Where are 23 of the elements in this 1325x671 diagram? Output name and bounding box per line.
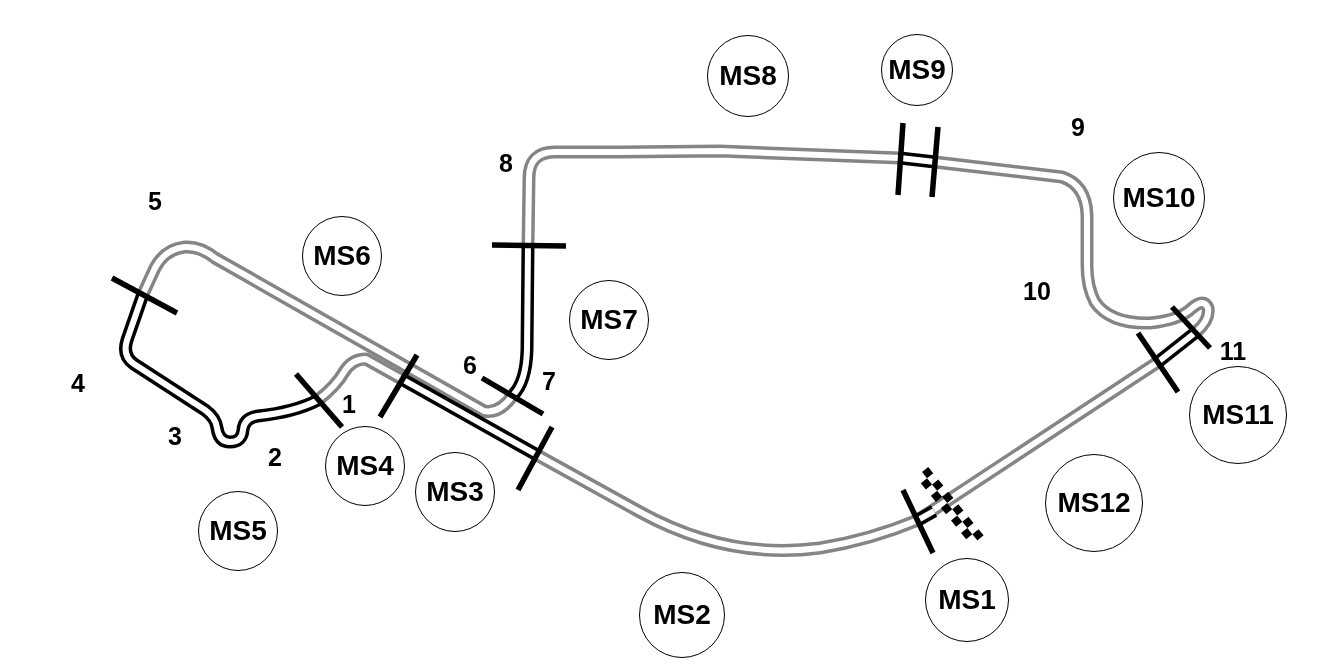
station-name: MS2 <box>653 601 711 629</box>
station-name: MS8 <box>719 62 777 90</box>
station-name: MS4 <box>336 452 394 480</box>
corner-number: 3 <box>168 423 182 449</box>
station-name: MS12 <box>1057 489 1131 517</box>
station-name: MS1 <box>938 586 996 614</box>
station-name: MS3 <box>426 478 484 506</box>
corner-number: 10 <box>1023 278 1051 304</box>
corner-number: 9 <box>1071 114 1085 140</box>
station-name: MS10 <box>1122 184 1196 212</box>
corner-number: 8 <box>499 150 513 176</box>
station-name: MS11 <box>1202 401 1274 429</box>
corner-number: 1 <box>342 391 356 417</box>
corner-number: 7 <box>542 368 556 394</box>
corner-number: 6 <box>463 352 477 378</box>
corner-number: 11 <box>1219 338 1247 364</box>
corner-number: 5 <box>148 188 162 214</box>
corner-number: 4 <box>71 370 85 396</box>
station-name: MS9 <box>888 56 946 84</box>
station-name: MS7 <box>580 306 638 334</box>
corner-number: 2 <box>268 444 282 470</box>
station-name: MS5 <box>209 517 267 545</box>
station-name: MS6 <box>313 242 371 270</box>
